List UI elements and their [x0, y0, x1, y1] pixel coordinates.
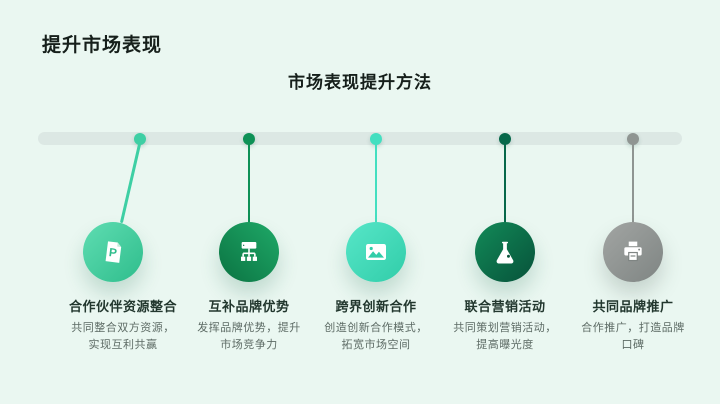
- slide-subtitle: 市场表现提升方法: [288, 73, 432, 92]
- step-circle: [475, 222, 535, 282]
- step-text: 合作伙伴资源整合 共同整合双方资源， 实现互利共赢: [43, 300, 203, 354]
- step-description: 共同整合双方资源， 实现互利共赢: [71, 322, 175, 351]
- timeline-dot: [499, 132, 511, 145]
- timeline-step-4: 联合营销活动 共同策划营销活动， 提高曝光度: [425, 0, 585, 404]
- step-circle: [219, 222, 279, 282]
- step-description: 合作推广，打造品牌 口碑: [581, 322, 685, 351]
- connector-line: [631, 140, 635, 225]
- org-chart-icon: [233, 236, 265, 268]
- document-p-icon: P: [98, 237, 128, 267]
- timeline-dot: [243, 132, 255, 145]
- connector-line: [503, 140, 507, 225]
- step-circle: P: [83, 222, 143, 282]
- step-title: 跨界创新合作: [335, 299, 417, 314]
- timeline-bar: [38, 132, 682, 145]
- timeline-step-5: 共同品牌推广 合作推广，打造品牌 口碑: [553, 0, 713, 404]
- step-text: 共同品牌推广 合作推广，打造品牌 口碑: [553, 300, 713, 354]
- step-title: 合作伙伴资源整合: [68, 299, 177, 314]
- step-description: 发挥品牌优势，提升 市场竞争力: [197, 322, 301, 351]
- step-description: 创造创新合作模式， 拓宽市场空间: [324, 322, 428, 351]
- step-circle: [346, 222, 406, 282]
- timeline-step-2: 互补品牌优势 发挥品牌优势，提升 市场竞争力: [169, 0, 329, 404]
- step-text: 跨界创新合作 创造创新合作模式， 拓宽市场空间: [296, 300, 456, 354]
- step-title: 联合营销活动: [464, 299, 546, 314]
- step-circle: [603, 222, 663, 282]
- printer-icon: [617, 236, 649, 268]
- flask-icon: [489, 236, 521, 268]
- timeline-step-1: P 合作伙伴资源整合 共同整合双方资源， 实现互利共赢: [60, 0, 220, 404]
- timeline-dot: [627, 132, 639, 145]
- timeline-dot: [370, 132, 382, 145]
- step-description: 共同策划营销活动， 提高曝光度: [453, 322, 557, 351]
- timeline-step-3: 跨界创新合作 创造创新合作模式， 拓宽市场空间: [296, 0, 456, 404]
- svg-text:P: P: [108, 245, 118, 260]
- timeline-dot: [134, 132, 146, 145]
- step-text: 联合营销活动 共同策划营销活动， 提高曝光度: [425, 300, 585, 354]
- step-title: 共同品牌推广: [592, 299, 674, 314]
- step-text: 互补品牌优势 发挥品牌优势，提升 市场竞争力: [169, 300, 329, 354]
- connector-line: [374, 140, 378, 225]
- step-title: 互补品牌优势: [208, 299, 290, 314]
- image-icon: [360, 236, 392, 268]
- connector-line: [119, 139, 142, 224]
- connector-line: [247, 140, 251, 225]
- page-title: 提升市场表现: [42, 35, 163, 56]
